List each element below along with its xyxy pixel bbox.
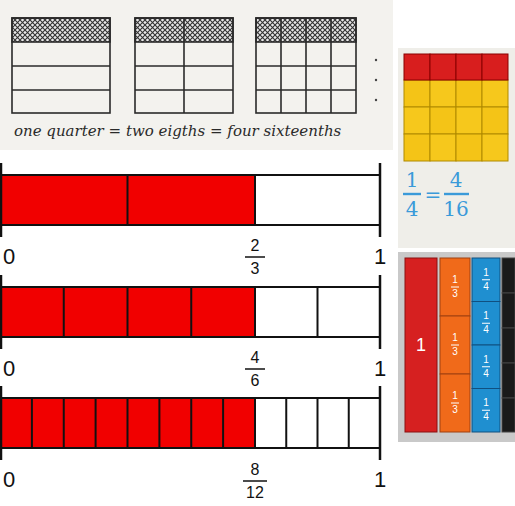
sketch-paper [0,0,393,150]
tile-denominator: 4 [483,325,489,335]
number-line-end: 1 [374,469,386,491]
tile-denominator: 4 [483,282,489,292]
whole-block [405,258,437,432]
handwritten-caption: one quarter = two eigths = four sixteent… [14,124,341,139]
handwritten-numerator: 1 [406,170,419,190]
tower-photo [398,252,515,442]
tile-numerator: 1 [452,333,458,343]
bar-model-thirds [0,163,380,257]
sketch-rectangles [12,18,356,113]
tile-numerator: 1 [483,268,489,278]
whole-label: 1 [416,336,426,354]
number-line-end: 1 [374,246,386,268]
red-cubes [404,54,508,80]
bar-model-twelfths [0,386,380,481]
fraction-numerator: 2 [251,238,260,254]
tile-numerator: 1 [483,355,489,365]
handwritten-denominator: 16 [443,199,468,219]
yellow-cubes [404,80,508,161]
number-line-end: 1 [374,358,386,380]
bar-model-sixths [0,275,380,369]
handwritten-numerator: 4 [450,170,463,190]
fraction-numerator: 8 [251,462,260,478]
number-line-start: 0 [3,469,15,491]
fraction-denominator: 6 [251,373,260,389]
number-line-start: 0 [3,358,15,380]
number-line-start: 0 [3,246,15,268]
quarter-blocks [472,258,500,432]
tile-denominator: 3 [452,405,458,415]
sketch-dots [375,59,377,101]
fraction-numerator: 4 [251,350,260,366]
tile-numerator: 1 [452,391,458,401]
tile-numerator: 1 [483,398,489,408]
tile-denominator: 3 [452,289,458,299]
tile-numerator: 1 [452,275,458,285]
third-blocks [440,258,470,432]
fraction-denominator: 3 [251,261,260,277]
tile-fraction-bars [451,280,490,411]
tile-denominator: 3 [452,347,458,357]
fraction-denominator: 12 [246,485,264,501]
handwritten-denominator: 4 [406,199,419,219]
tile-numerator: 1 [483,311,489,321]
small-blocks [502,258,515,432]
tile-denominator: 4 [483,412,489,422]
handwritten-equals: = [425,185,442,205]
tile-denominator: 4 [483,369,489,379]
cubes-photo [398,48,515,248]
